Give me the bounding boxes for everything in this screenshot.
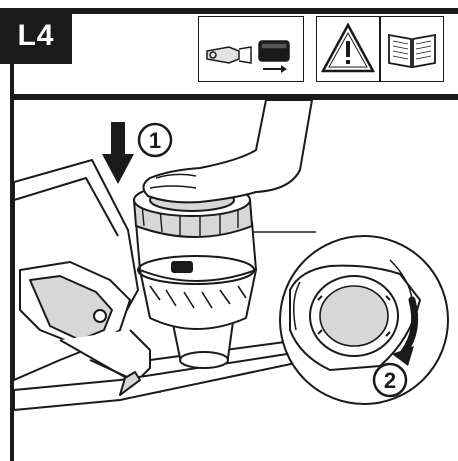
callout-2-label: 2 bbox=[384, 368, 396, 393]
battery-remove-icon bbox=[198, 16, 304, 82]
read-manual-book-icon bbox=[380, 16, 444, 82]
callout-1: 1 bbox=[137, 122, 173, 158]
step-label: L4 bbox=[17, 19, 55, 52]
warning-triangle-icon bbox=[316, 16, 380, 82]
step-badge: L4 bbox=[0, 8, 72, 64]
left-rule bbox=[10, 64, 14, 461]
twist-detail-inset bbox=[279, 235, 449, 405]
callout-2: 2 bbox=[372, 362, 408, 398]
spool-installation-illustration: 1 2 bbox=[14, 100, 449, 411]
push-down-arrow-icon bbox=[102, 122, 134, 184]
callout-1-label: 1 bbox=[149, 128, 161, 153]
header-band bbox=[13, 8, 458, 100]
twist-arrow-icon bbox=[392, 346, 414, 366]
